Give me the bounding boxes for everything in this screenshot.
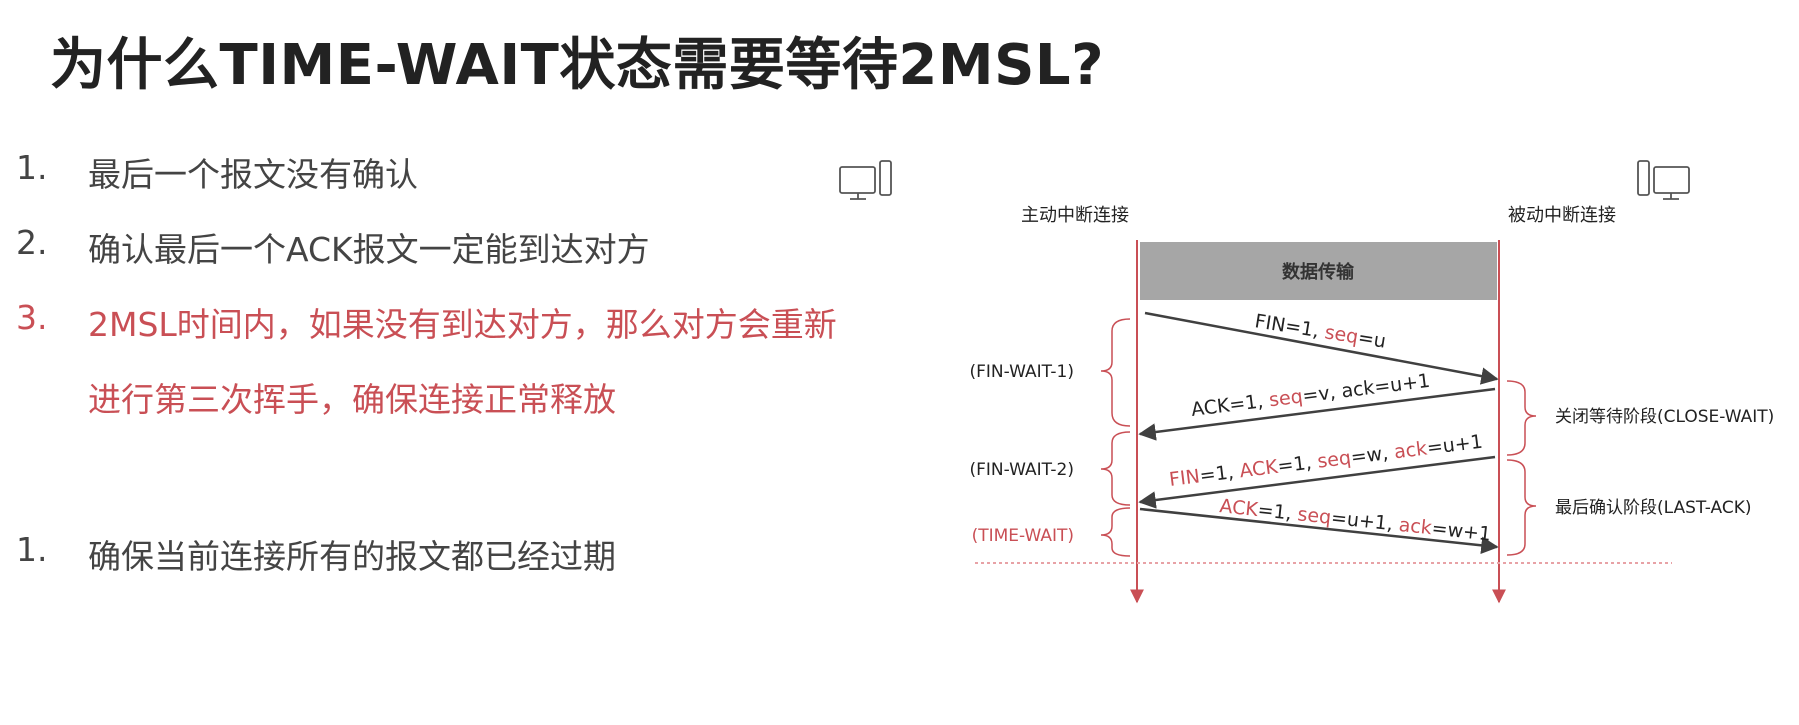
list-number: 2. [16,223,48,262]
list-text: 2MSL时间内，如果没有到达对方，那么对方会重新 [88,305,837,344]
list-number: 1. [16,148,48,187]
state-fin-wait-2: (FIN-WAIT-2) [969,460,1074,480]
computer-icon [1637,160,1690,200]
right-state-braces [1506,380,1537,556]
last-ack-message-label: ACK=1, seq=u+1, ack=w+1 [1218,495,1492,545]
computer-icon [839,160,892,200]
fin-arrow [1144,311,1499,385]
data-transfer-band [1140,242,1497,300]
state-time-wait: (TIME-WAIT) [972,526,1074,546]
last-ack-arrow [1139,507,1499,555]
left-state-braces [1100,318,1131,557]
data-transfer-label: 数据传输 [1282,261,1355,283]
list-text: 进行第三次挥手，确保连接正常释放 [88,380,616,419]
active-close-label: 主动中断连接 [1021,205,1129,226]
list-number: 3. [16,298,48,337]
page-title: 为什么TIME-WAIT状态需要等待2MSL? [50,33,1105,98]
state-close-wait: 关闭等待阶段(CLOSE-WAIT) [1555,407,1774,427]
fin-ack-arrow [1138,455,1496,509]
list-text: 确认最后一个ACK报文一定能到达对方 [88,230,650,269]
list-text: 确保当前连接所有的报文都已经过期 [88,537,616,576]
state-fin-wait-1: (FIN-WAIT-1) [969,362,1074,382]
list-number: 1. [16,530,48,569]
fin-ack-message-label: FIN=1, ACK=1, seq=w, ack=u+1 [1168,431,1484,491]
passive-close-label: 被动中断连接 [1508,205,1616,226]
state-last-ack: 最后确认阶段(LAST-ACK) [1555,498,1751,518]
ack-arrow [1138,387,1496,441]
fin-message-label: FIN=1, seq=u [1253,310,1387,352]
list-text: 最后一个报文没有确认 [88,155,418,194]
